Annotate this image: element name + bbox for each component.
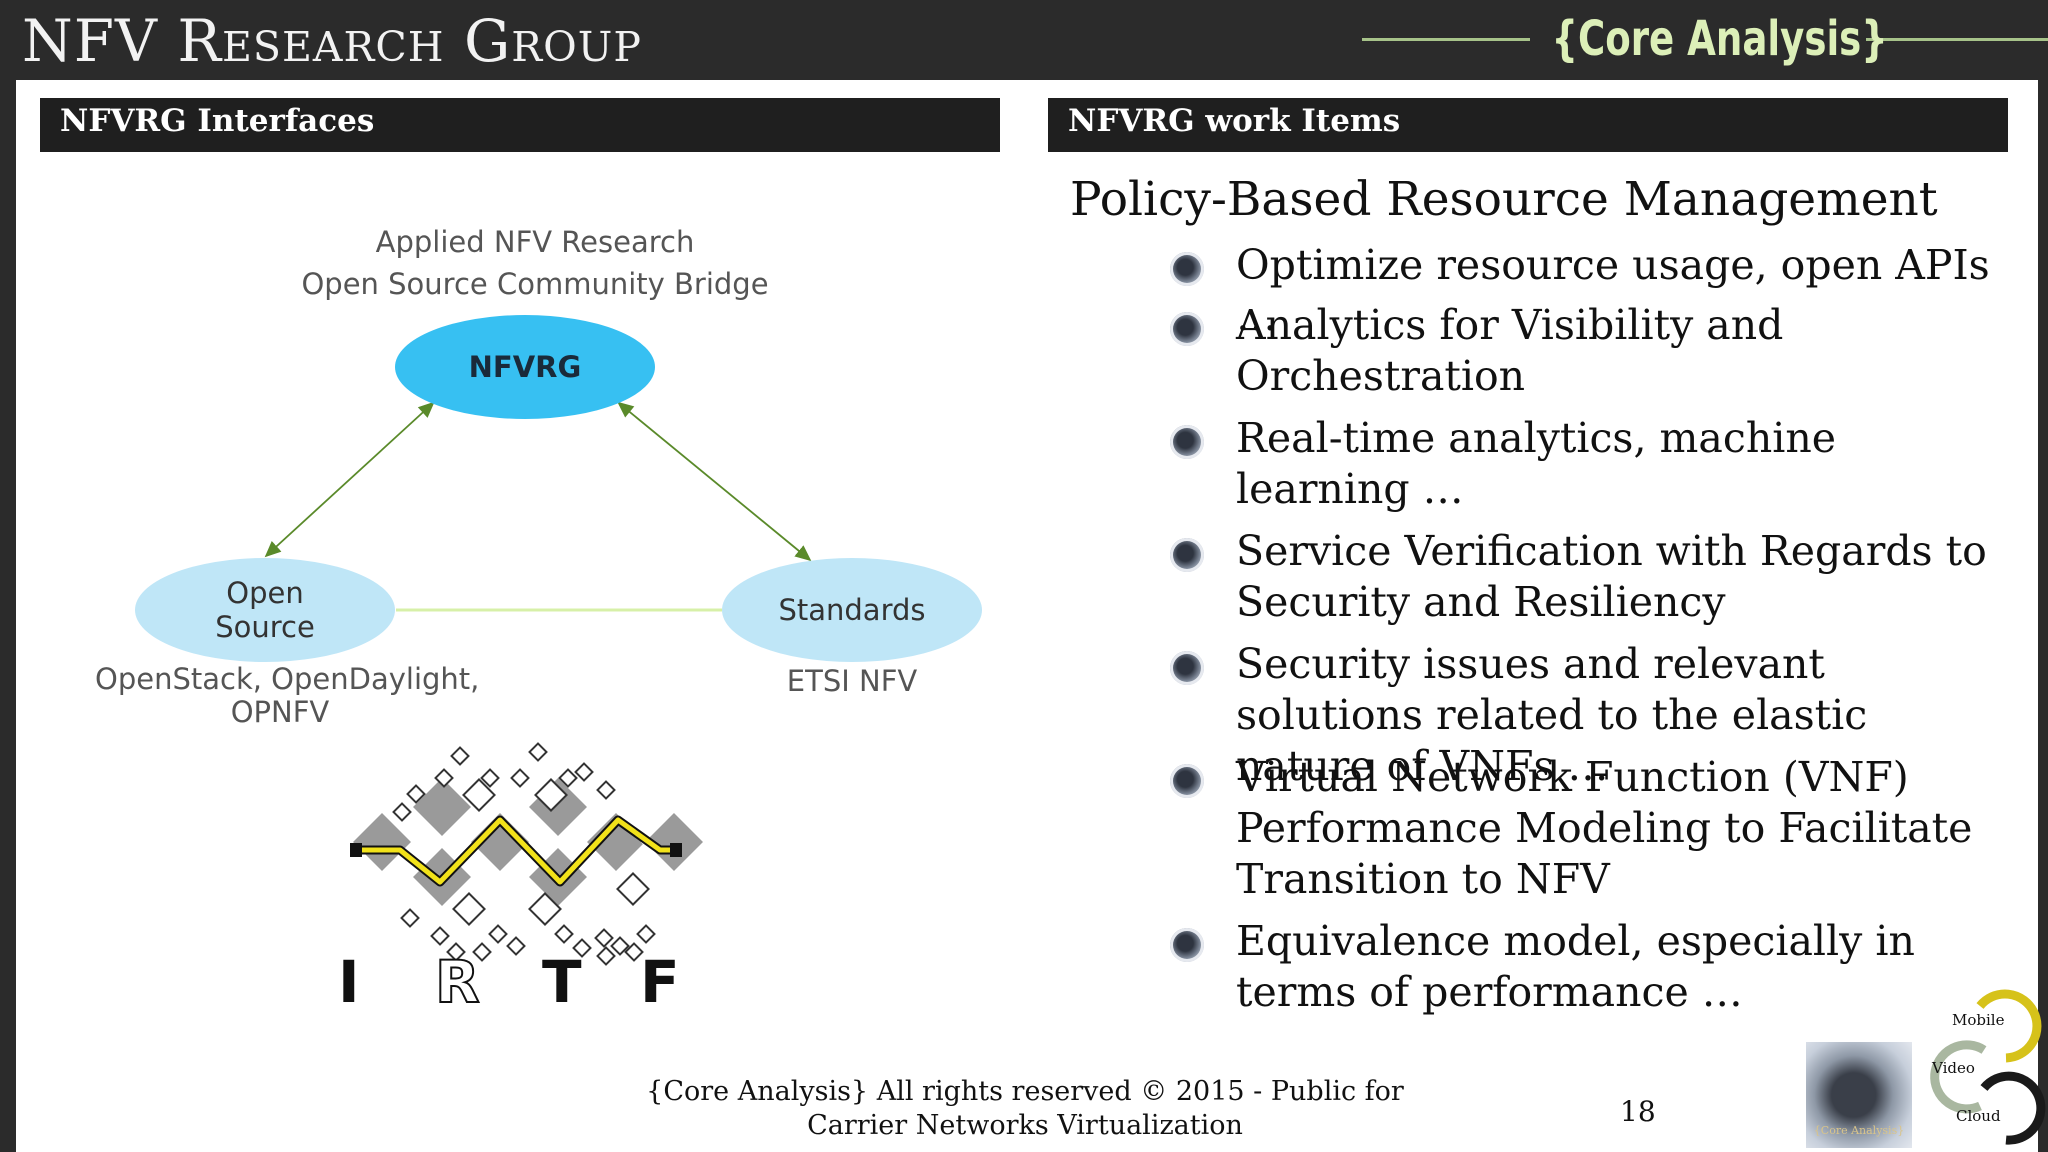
standards-caption: ETSI NFV: [786, 664, 918, 698]
list-item-text: Service Verification with Regards to Sec…: [1236, 527, 1987, 626]
list-item-text: Optimize resource usage, open APIs …: [1236, 241, 1990, 340]
irtf-letter-i: I: [338, 948, 360, 1016]
brand-rule-right: [1866, 38, 2048, 41]
list-item-text: Analytics for Visibility and Orchestrati…: [1236, 301, 1784, 400]
title-bar: [0, 0, 2048, 80]
open-source-caption-line2: OPNFV: [230, 695, 330, 729]
brand-label: {Core Analysis}: [1551, 11, 1888, 67]
core-analysis-logo-text: {Core Analysis}: [1813, 1124, 1905, 1137]
section-header-work-items: NFVRG work Items: [1048, 98, 2008, 152]
bullet-icon: [1170, 425, 1204, 459]
irtf-logo-graphic: [348, 742, 708, 966]
list-item-text: Real-time analytics, machine learning …: [1236, 414, 1837, 513]
irtf-letter-r: R: [434, 948, 481, 1016]
left-frame: [0, 80, 16, 1152]
node-open-label-line2: Source: [215, 610, 315, 644]
bullet-icon: [1170, 651, 1204, 685]
bullet-icon: [1170, 928, 1204, 962]
arrow-nfvrg-standards: [617, 401, 812, 562]
node-standards: Standards: [722, 558, 982, 662]
list-item: Virtual Network Function (VNF) Performan…: [1170, 752, 1990, 912]
work-items-heading: Policy-Based Resource Management: [1070, 172, 1938, 227]
node-standards-label: Standards: [778, 593, 926, 627]
top-caption-line2: Open Source Community Bridge: [301, 267, 769, 301]
list-item: Service Verification with Regards to Sec…: [1170, 526, 1990, 636]
list-item-text: Virtual Network Function (VNF) Performan…: [1236, 753, 1973, 903]
list-item: Equivalence model, especially in terms o…: [1170, 916, 1990, 1026]
node-open-label-line1: Open: [226, 576, 304, 610]
mobile-label: Mobile: [1952, 1011, 2005, 1029]
node-nfvrg: NFVRG: [395, 315, 655, 419]
list-item-text: Security issues and relevant solutions r…: [1236, 640, 1868, 790]
slide-title: NFV Research Group: [22, 7, 642, 75]
bullet-icon: [1170, 764, 1204, 798]
top-caption-line1: Applied NFV Research: [375, 225, 695, 259]
node-nfvrg-label: NFVRG: [468, 350, 582, 384]
interfaces-diagram: Applied NFV Research Open Source Communi…: [40, 160, 1000, 1040]
node-open-source: Open Source: [135, 558, 395, 662]
list-item: Real-time analytics, machine learning …: [1170, 413, 1990, 523]
list-item: Analytics for Visibility and Orchestrati…: [1170, 300, 1990, 410]
page-number: 18: [1620, 1095, 1656, 1128]
list-item: Security issues and relevant solutions r…: [1170, 639, 1990, 790]
diagram-connectors: [264, 401, 812, 966]
core-analysis-logo: [1806, 1042, 1912, 1148]
arrow-nfvrg-open: [264, 401, 435, 558]
brand-rule-left: [1362, 38, 1530, 41]
irtf-letter-t: T: [542, 948, 582, 1016]
right-frame: [2038, 80, 2048, 1152]
section-header-interfaces: NFVRG Interfaces: [40, 98, 1000, 152]
cloud-label: Cloud: [1956, 1107, 2001, 1125]
footer-copyright: {Core Analysis} All rights reserved © 20…: [646, 1076, 1404, 1141]
list-item: Optimize resource usage, open APIs …: [1170, 240, 1990, 340]
open-source-caption-line1: OpenStack, OpenDaylight,: [95, 662, 480, 696]
bullet-icon: [1170, 252, 1204, 286]
mobile-video-cloud-icon: [1930, 989, 2046, 1145]
irtf-letter-f: F: [640, 948, 680, 1016]
bullet-icon: [1170, 538, 1204, 572]
bullet-icon: [1170, 312, 1204, 346]
list-item-text: Equivalence model, especially in terms o…: [1236, 917, 1915, 1016]
video-label: Video: [1932, 1059, 1975, 1077]
